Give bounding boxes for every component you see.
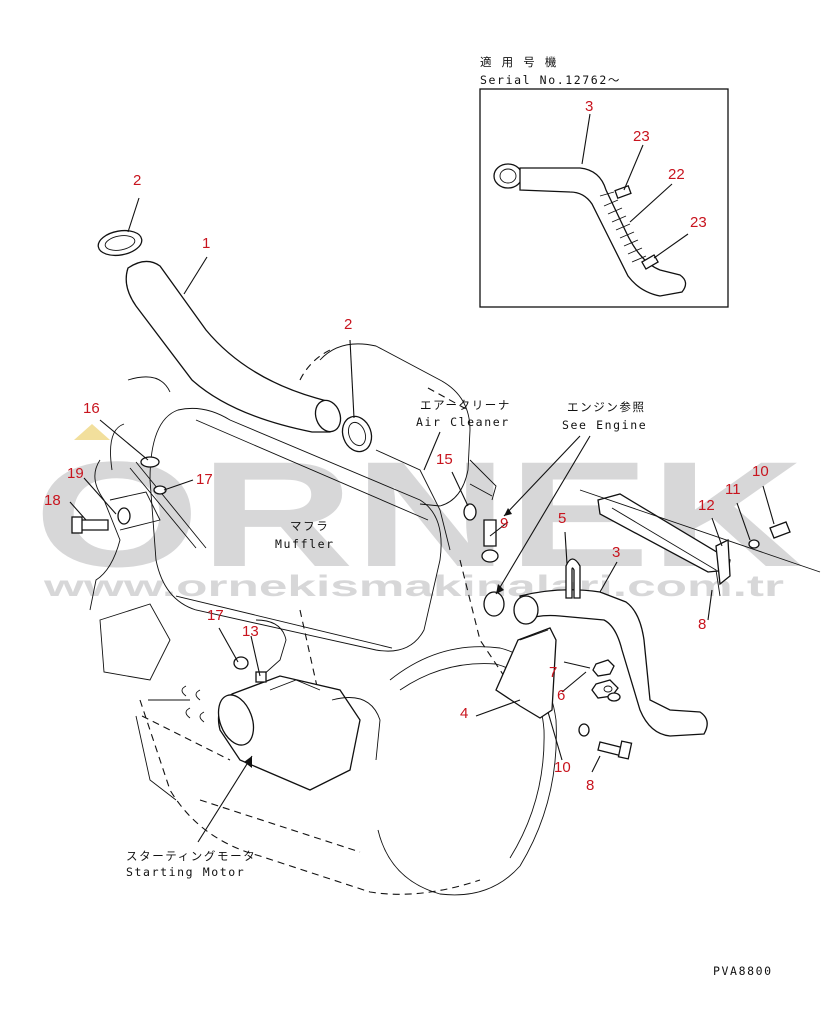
callout-12: 10 <box>752 463 769 480</box>
muffler-label-en: Muffler <box>275 537 335 551</box>
watermark-logo-mark <box>74 424 110 440</box>
bolt-part-12 <box>769 521 791 539</box>
callout-3-inset: 3 <box>585 98 593 115</box>
callout-15: 13 <box>242 623 259 640</box>
washer-part-9 <box>578 723 590 737</box>
callout-23-upper: 23 <box>633 128 650 145</box>
inset-hose-drawing <box>493 163 687 297</box>
air-cleaner-label-en: Air Cleaner <box>416 415 510 429</box>
drawing-code: PVA8800 <box>713 964 773 978</box>
callout-numbers: 2 1 2 3 23 22 23 16 15 19 17 10 11 18 12… <box>44 98 769 794</box>
washer-part-13 <box>748 539 760 549</box>
callout-8: 8 <box>586 777 594 794</box>
wire-part-15 <box>255 619 287 677</box>
plate-part-14 <box>715 538 731 586</box>
starting-motor-body <box>217 675 381 791</box>
callout-2-top: 2 <box>133 172 141 189</box>
callout-22: 22 <box>668 166 685 183</box>
callout-18: 16 <box>83 400 100 417</box>
callout-13: 11 <box>725 481 741 498</box>
callout-2-mid: 2 <box>344 316 352 333</box>
callout-16: 17 <box>207 607 224 624</box>
inset-panel: 適 用 号 機 Serial No.12762〜 <box>479 55 729 308</box>
callout-6: 6 <box>557 687 565 704</box>
fitting-part-10 <box>483 519 497 547</box>
see-engine-label-en: See Engine <box>562 418 647 432</box>
washer-part-21 <box>117 507 131 525</box>
inset-serial: Serial No.12762〜 <box>480 73 621 87</box>
watermark-url: www.ornekismakinalari.com.tr <box>42 570 784 603</box>
bracket-part-4 <box>495 627 557 719</box>
watermark-brand: ORNEK <box>34 430 804 598</box>
leader-lines <box>69 197 775 843</box>
callout-14: 12 <box>698 497 715 514</box>
see-engine-label-jp: エンジン参照 <box>567 400 646 414</box>
air-hose-part-1 <box>125 260 338 433</box>
air-cleaner-label-jp: エアークリーナ <box>420 398 511 412</box>
callout-20: 18 <box>44 492 61 509</box>
callout-1: 1 <box>202 235 210 252</box>
inset-title: 適 用 号 機 <box>480 55 558 69</box>
starting-motor-label-en: Starting Motor <box>126 865 245 879</box>
nut-part-7 <box>592 659 615 677</box>
callout-11: 8 <box>698 616 706 633</box>
callout-7: 7 <box>549 664 557 681</box>
engine-outline <box>139 559 521 895</box>
text-labels: エアークリーナ Air Cleaner エンジン参照 See Engine マフ… <box>126 398 773 978</box>
bolt-part-20 <box>79 519 109 531</box>
watermark: ORNEK www.ornekismakinalari.com.tr <box>34 424 804 603</box>
fitting-part-17 <box>463 503 477 521</box>
callout-19: 17 <box>196 471 213 488</box>
callout-17: 15 <box>436 451 453 468</box>
main-drawing <box>71 229 821 896</box>
clamp-part-2a <box>97 229 143 257</box>
u-bolt-part-5 <box>565 558 581 599</box>
callout-4: 4 <box>460 705 468 722</box>
elbow-hose-part-3 <box>519 589 708 737</box>
air-cleaner-body <box>319 343 471 507</box>
inset-frame <box>479 88 729 308</box>
clamp-part-2b <box>341 415 373 453</box>
callout-23-lower: 23 <box>690 214 707 231</box>
callout-5: 5 <box>558 510 566 527</box>
callout-10: 9 <box>500 515 508 532</box>
muffler-label-jp: マフラ <box>290 519 329 533</box>
starting-motor-label-jp: スターティングモータ <box>126 849 256 863</box>
callout-3-main: 3 <box>612 544 620 561</box>
callout-9: 10 <box>554 759 571 776</box>
callout-21: 19 <box>67 465 84 482</box>
